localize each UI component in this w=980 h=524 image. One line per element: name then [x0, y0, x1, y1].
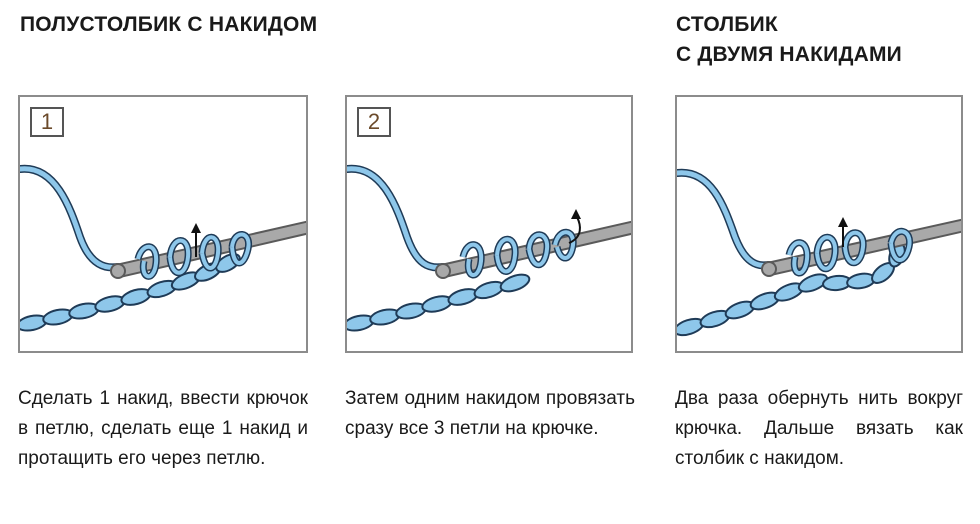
yarn-tail — [677, 168, 773, 270]
chain-row — [677, 242, 906, 337]
step-number-badge: 1 — [30, 107, 64, 137]
crochet-illustration-2 — [347, 164, 631, 332]
loops-on-hook — [785, 228, 914, 277]
heading-double-treble-line2: С ДВУМЯ НАКИДАМИ — [676, 43, 902, 66]
crochet-illustration-3 — [677, 168, 961, 337]
chain-row — [347, 273, 531, 332]
illustration-double-treble — [675, 95, 963, 353]
yarn-tail — [347, 164, 447, 272]
arrow-up-icon — [191, 223, 201, 257]
loops-on-hook — [459, 228, 577, 279]
arrow-up-icon — [838, 217, 848, 247]
heading-double-treble-line1: СТОЛБИК — [676, 13, 778, 36]
loops-on-hook — [134, 231, 253, 280]
heading-half-double-crochet: ПОЛУСТОЛБИК С НАКИДОМ — [20, 13, 318, 36]
chain-row — [20, 253, 241, 332]
caption-step-1: Сделать 1 накид, ввести крючок в петлю, … — [18, 388, 308, 469]
crochet-illustration-1 — [20, 164, 306, 332]
illustration-step-1: 1 — [18, 95, 308, 353]
caption-step-2: Затем одним накидом провязать сразу все … — [345, 388, 635, 439]
caption-double-treble: Два раза обернуть нить вокруг крючка. Да… — [675, 388, 963, 469]
illustration-step-2: 2 — [345, 95, 633, 353]
heading-double-treble: СТОЛБИК С ДВУМЯ НАКИДАМИ — [676, 10, 966, 70]
yarn-tail — [20, 164, 122, 272]
arrow-up-icon — [568, 209, 581, 244]
step-number-badge: 2 — [357, 107, 391, 137]
